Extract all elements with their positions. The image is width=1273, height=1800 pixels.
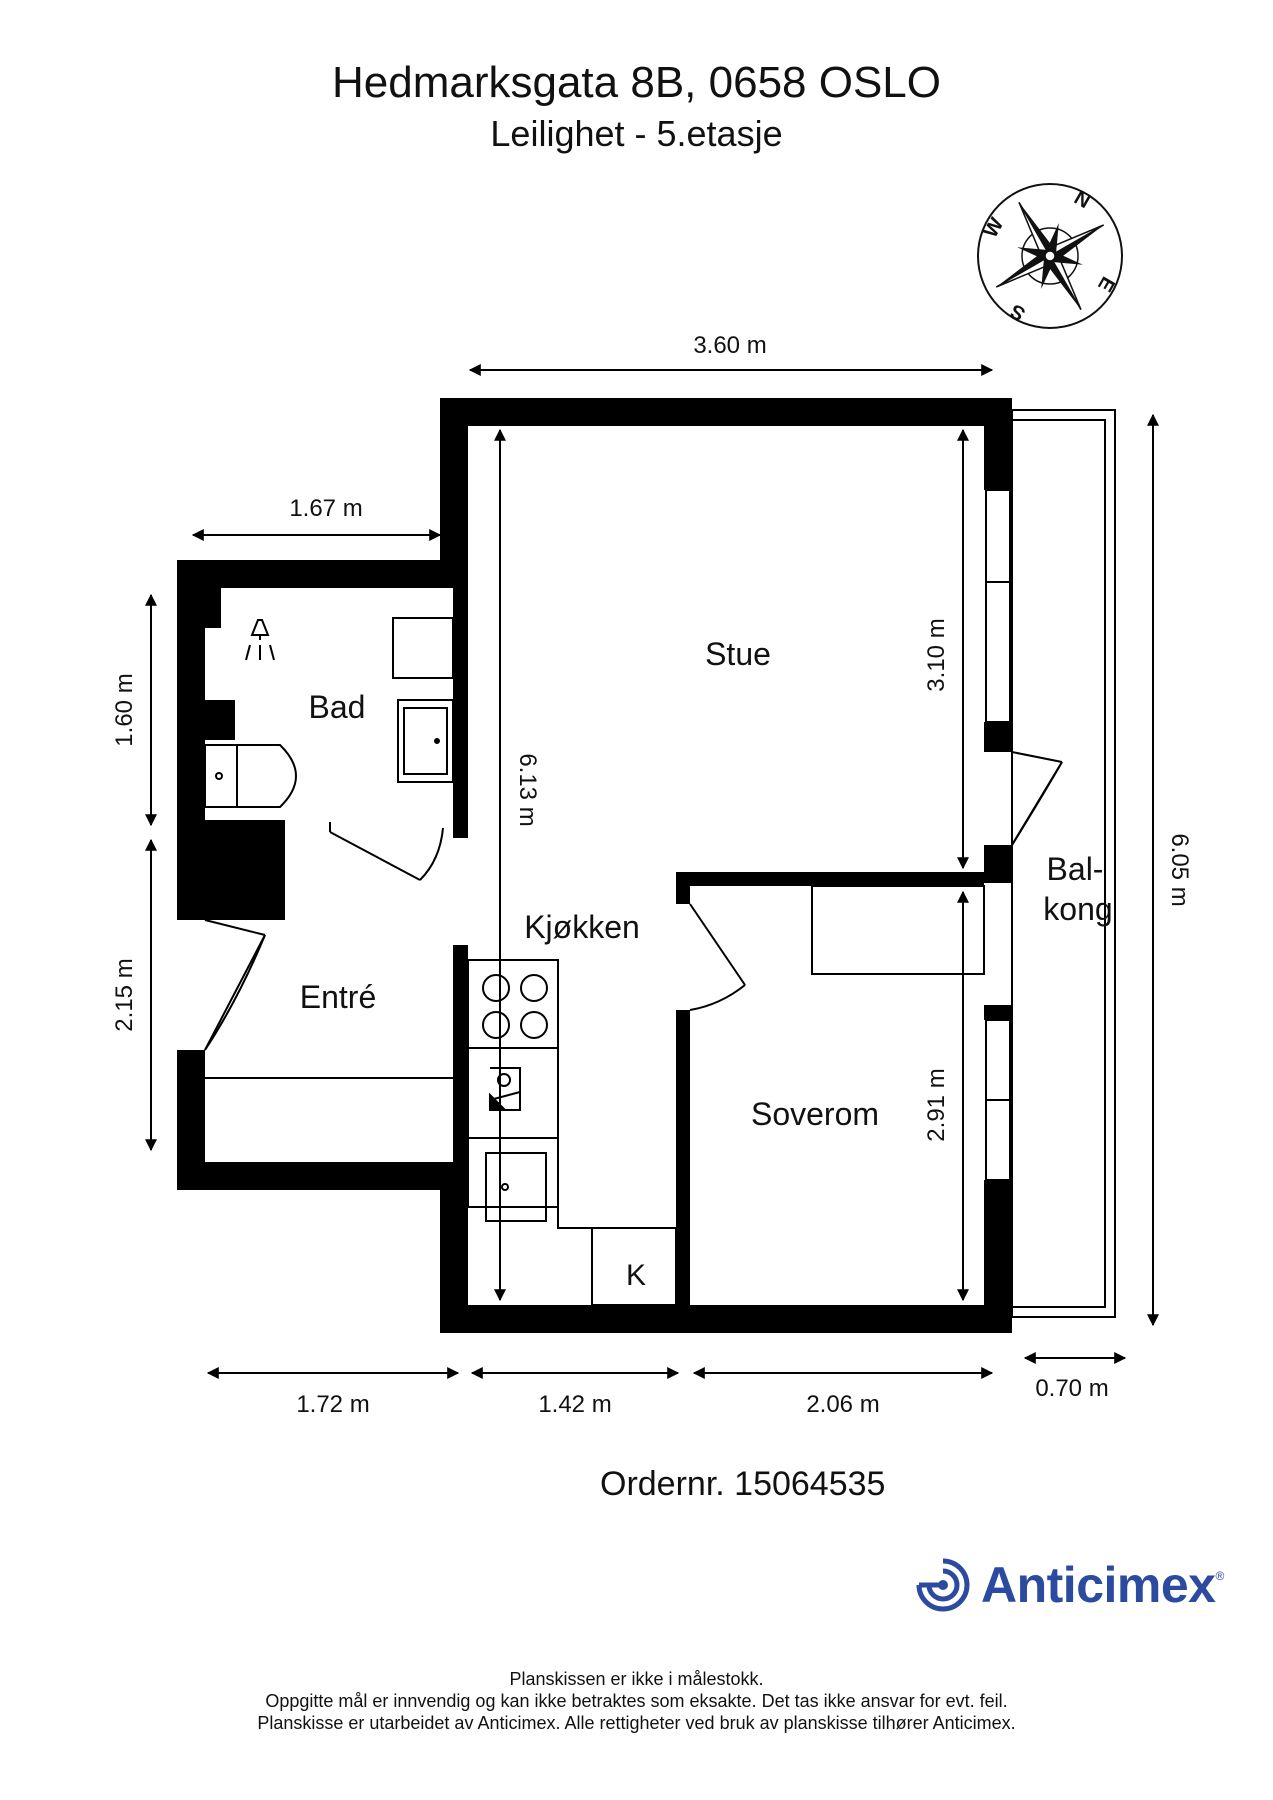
toilet-icon bbox=[204, 744, 297, 808]
shower-icon bbox=[245, 619, 275, 661]
soverom-wardrobe bbox=[811, 885, 985, 975]
page-subtitle: Leilighet - 5.etasje bbox=[490, 113, 783, 154]
footer-line-3: Planskisse er utarbeidet av Anticimex. A… bbox=[257, 1713, 1016, 1733]
room-label-balkong-1: Bal- bbox=[1047, 851, 1104, 887]
dim-stue-height: 3.10 m bbox=[923, 618, 950, 691]
windows bbox=[985, 489, 1011, 1181]
compass-rose-icon: N E S W bbox=[977, 183, 1123, 329]
room-label-entre: Entré bbox=[300, 979, 376, 1015]
page-title: Hedmarksgata 8B, 0658 OSLO bbox=[332, 58, 941, 107]
room-label-kjokken: Kjøkken bbox=[524, 909, 640, 945]
room-label-stue: Stue bbox=[705, 636, 771, 672]
footer-line-2: Oppgitte mål er innvendig og kan ikke be… bbox=[265, 1691, 1008, 1711]
dim-soverom-height: 2.91 m bbox=[923, 1068, 950, 1141]
fridge-box bbox=[591, 1227, 677, 1306]
dim-entre-height: 2.15 m bbox=[111, 958, 138, 1031]
dim-balkong-height: 6.05 m bbox=[1166, 833, 1193, 906]
walls bbox=[177, 398, 1012, 1333]
compass-n: N bbox=[1070, 187, 1094, 213]
stove-icon bbox=[482, 974, 548, 1039]
footer-disclaimer: Planskissen er ikke i målestokk. Oppgitt… bbox=[0, 1668, 1273, 1734]
room-label-balkong-2: kong bbox=[1043, 891, 1112, 927]
room-label-bad: Bad bbox=[309, 689, 366, 725]
brand-logo: Anticimex ® bbox=[915, 1555, 1224, 1615]
anticimex-logo-icon bbox=[916, 1558, 970, 1612]
kitchen-counter bbox=[467, 959, 559, 1208]
dimension-lines bbox=[145, 364, 1159, 1379]
bathroom-sink-icon bbox=[397, 699, 454, 783]
dim-total-height: 6.13 m bbox=[514, 753, 541, 826]
brand-name: Anticimex bbox=[981, 1557, 1216, 1613]
dishwasher-icon bbox=[489, 1067, 521, 1111]
balkong-outline bbox=[1011, 409, 1116, 1318]
doors bbox=[204, 751, 1063, 1051]
dim-bottom-1: 1.72 m bbox=[296, 1391, 369, 1418]
compass-s: S bbox=[1007, 299, 1030, 325]
brand-registered-mark: ® bbox=[1215, 1569, 1225, 1583]
dim-bad-height: 1.60 m bbox=[111, 673, 138, 746]
dim-balkong-width: 0.70 m bbox=[1035, 1375, 1108, 1402]
footer-line-1: Planskissen er ikke i målestokk. bbox=[509, 1669, 764, 1689]
kitchen-sink-icon bbox=[485, 1152, 547, 1222]
room-label-soverom: Soverom bbox=[751, 1096, 879, 1132]
dim-bad-width: 1.67 m bbox=[289, 495, 362, 522]
room-label-k: K bbox=[626, 1259, 646, 1292]
order-number: Ordernr. 15064535 bbox=[600, 1465, 886, 1503]
bathroom-cabinet bbox=[392, 617, 454, 679]
compass-e: E bbox=[1093, 273, 1119, 296]
dim-top-width: 3.60 m bbox=[693, 332, 766, 359]
dim-bottom-2: 1.42 m bbox=[538, 1391, 611, 1418]
compass-w: W bbox=[980, 214, 1009, 241]
dim-bottom-3: 2.06 m bbox=[806, 1391, 879, 1418]
